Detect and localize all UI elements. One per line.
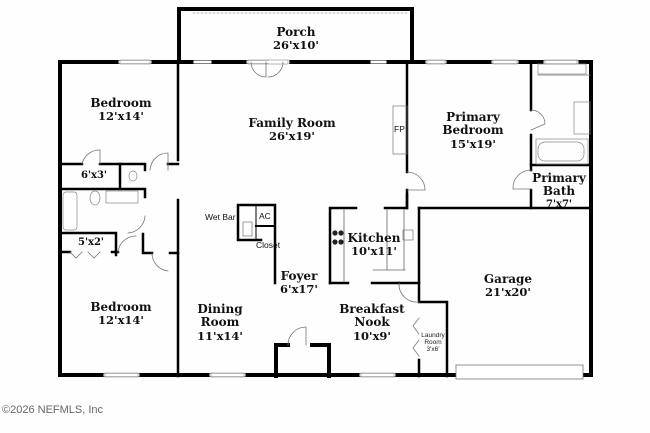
room-dims: 11'x14' — [197, 328, 243, 343]
room-name: Family Room — [248, 116, 336, 130]
room-name-line1: Breakfast — [339, 302, 405, 316]
wet-bar-label: Wet Bar — [205, 212, 236, 222]
room-name-line1: Primary — [446, 110, 500, 124]
room-dims: 21'x20' — [485, 285, 531, 300]
ac-label: AC — [259, 211, 271, 221]
room-laundry-room: Laundry Room 3'x6' — [421, 332, 445, 353]
room-closet-5x2: 5'x2' — [78, 237, 104, 248]
room-primary-bath: Primary Bath 7'x7' — [532, 171, 586, 210]
room-dining-room: Dining Room 11'x14' — [197, 302, 243, 343]
room-garage: Garage 21'x20' — [483, 272, 533, 300]
room-name-line1: Dining — [197, 302, 243, 316]
room-name-line1: Primary — [532, 171, 586, 185]
room-name: Garage — [483, 272, 533, 286]
room-foyer: Foyer 6'x17' — [280, 269, 318, 297]
room-porch: Porch 26'x10' — [273, 25, 319, 53]
room-dims: 26'x10' — [273, 38, 319, 53]
room-dims: 10'x9' — [353, 328, 391, 343]
room-dims: 7'x7' — [545, 198, 573, 210]
room-name: Foyer — [280, 269, 318, 283]
room-name: Kitchen — [347, 231, 401, 245]
room-dims: 12'x14' — [98, 313, 144, 328]
fireplace-label: FP — [394, 124, 405, 134]
room-dims: 5'x2' — [77, 237, 105, 248]
room-name-line2: Nook — [354, 315, 390, 330]
closet-label: Closet — [256, 240, 281, 250]
room-primary-bedroom: Primary Bedroom 15'x19' — [442, 110, 504, 151]
room-dims: 6'x3' — [80, 170, 108, 181]
room-bedroom-sw: Bedroom 12'x14' — [90, 300, 152, 328]
room-dims: 6'x17' — [280, 282, 318, 297]
room-bedroom-nw: Bedroom 12'x14' — [90, 96, 152, 124]
room-name-line2: Bath — [542, 184, 576, 199]
copyright-text: ©2026 NEFMLS, Inc — [2, 404, 104, 416]
room-name: Bedroom — [90, 96, 152, 110]
room-name: Bedroom — [90, 300, 152, 314]
room-name-line2: Room — [200, 315, 240, 330]
room-breakfast-nook: Breakfast Nook 10'x9' — [339, 302, 405, 343]
room-name-line1: Laundry — [421, 332, 445, 339]
room-name: Porch — [276, 25, 316, 39]
room-dims: 10'x11' — [351, 244, 397, 259]
room-kitchen: Kitchen 10'x11' — [347, 231, 401, 259]
room-name-line2: Room — [424, 339, 442, 347]
room-dims: 12'x14' — [98, 109, 144, 124]
room-name-line2: Bedroom — [442, 123, 504, 138]
room-dims: 3'x6' — [426, 346, 440, 354]
room-closet-6x3: 6'x3' — [81, 170, 107, 181]
room-family-room: Family Room 26'x19' — [248, 116, 336, 144]
room-dims: 26'x19' — [269, 129, 315, 144]
room-dims: 15'x19' — [450, 136, 496, 151]
